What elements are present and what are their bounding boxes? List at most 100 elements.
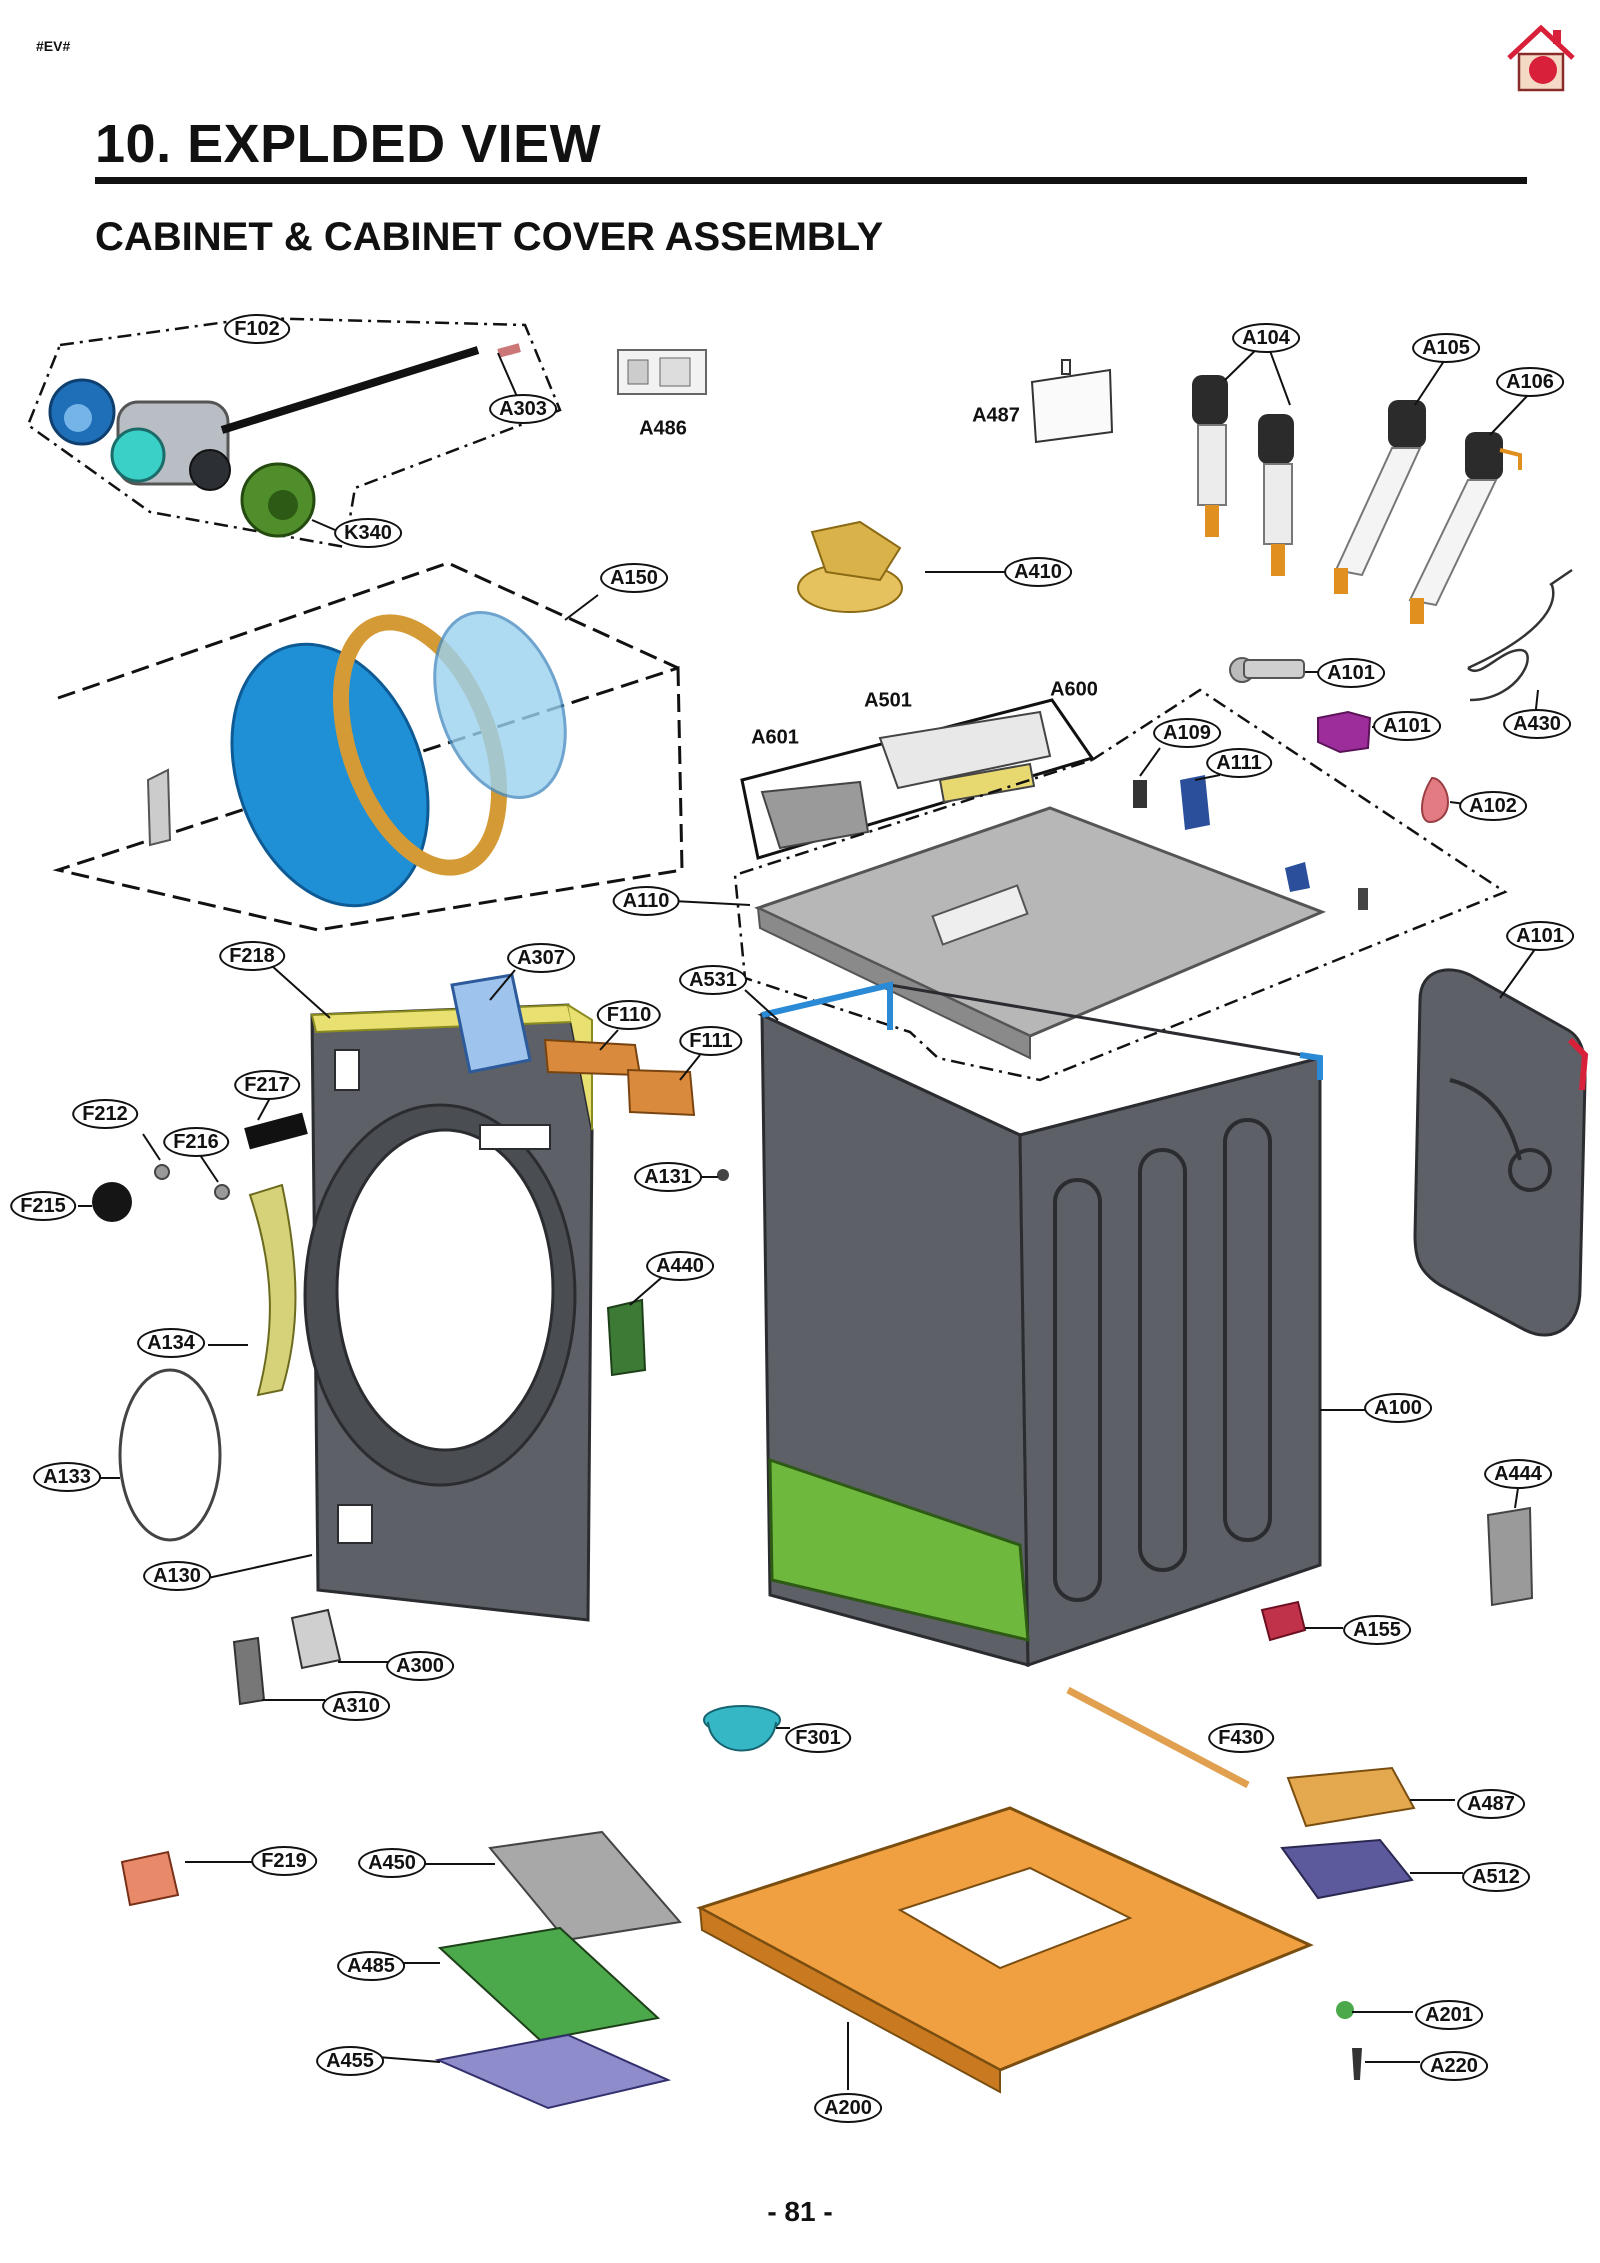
callout-a440[interactable]: A440 bbox=[646, 1251, 714, 1281]
f111-part bbox=[626, 1068, 696, 1117]
callout-a220[interactable]: A220 bbox=[1420, 2051, 1488, 2081]
a444-part bbox=[1486, 1506, 1534, 1607]
callout-a485[interactable]: A485 bbox=[337, 1951, 405, 1981]
a300-part bbox=[290, 1608, 342, 1670]
a440-part bbox=[606, 1298, 647, 1377]
callout-f218[interactable]: F218 bbox=[219, 941, 285, 971]
a430-cord-part bbox=[1467, 568, 1573, 702]
callout-f430[interactable]: F430 bbox=[1208, 1723, 1274, 1753]
a487-top-part bbox=[1030, 359, 1114, 444]
callout-a300[interactable]: A300 bbox=[386, 1651, 454, 1681]
callout-f217[interactable]: F217 bbox=[234, 1070, 300, 1100]
a105-damper-part bbox=[1334, 400, 1426, 594]
callout-a487-bottom[interactable]: A487 bbox=[1457, 1789, 1525, 1819]
callout-a109[interactable]: A109 bbox=[1153, 718, 1221, 748]
f212-part bbox=[154, 1164, 170, 1180]
callout-a101-panel[interactable]: A101 bbox=[1506, 921, 1574, 951]
callout-f111[interactable]: F111 bbox=[679, 1026, 743, 1056]
callout-a486[interactable]: A486 bbox=[639, 417, 687, 440]
page-title: 10. EXPLDED VIEW bbox=[95, 114, 602, 174]
callout-f219[interactable]: F219 bbox=[251, 1846, 317, 1876]
callout-a101-hinge[interactable]: A101 bbox=[1317, 658, 1385, 688]
callout-a600[interactable]: A600 bbox=[1050, 678, 1098, 701]
a106-damper-part bbox=[1408, 432, 1522, 624]
a450-part bbox=[488, 1830, 682, 1942]
a410-part bbox=[797, 520, 903, 613]
callout-f215[interactable]: F215 bbox=[10, 1191, 76, 1221]
a485-part bbox=[437, 1926, 661, 2042]
callout-f102[interactable]: F102 bbox=[224, 314, 290, 344]
a487-bottom-part bbox=[1286, 1766, 1416, 1828]
a310-part bbox=[232, 1636, 266, 1706]
drain-pump-part bbox=[48, 343, 521, 538]
home-icon[interactable] bbox=[1507, 24, 1575, 92]
f217-part bbox=[244, 1112, 308, 1150]
a104-damper-part bbox=[1192, 375, 1294, 576]
callout-a102[interactable]: A102 bbox=[1459, 791, 1527, 821]
callout-a310[interactable]: A310 bbox=[322, 1691, 390, 1721]
callout-a487-top[interactable]: A487 bbox=[972, 404, 1020, 427]
a101-clip-part bbox=[1317, 710, 1372, 754]
a101-hinge-part bbox=[1229, 657, 1305, 683]
callout-a531[interactable]: A531 bbox=[679, 965, 747, 995]
callout-a104[interactable]: A104 bbox=[1232, 323, 1300, 353]
page-number: - 81 - bbox=[767, 2196, 833, 2227]
pump-group-boundary bbox=[26, 316, 562, 549]
a131-part bbox=[717, 1169, 729, 1181]
a101-side-panel-part bbox=[1413, 968, 1589, 1337]
section-subtitle: CABINET & CABINET COVER ASSEMBLY bbox=[95, 215, 884, 259]
door-assembly-part bbox=[146, 610, 567, 908]
pcb-parts bbox=[760, 710, 1052, 850]
callout-a430[interactable]: A430 bbox=[1503, 709, 1571, 739]
a134-part bbox=[248, 1183, 297, 1397]
callout-a101-clip[interactable]: A101 bbox=[1373, 711, 1441, 741]
callout-a307[interactable]: A307 bbox=[507, 943, 575, 973]
callout-f212[interactable]: F212 bbox=[72, 1099, 138, 1129]
f215-part bbox=[92, 1182, 132, 1222]
a201-part bbox=[1336, 2001, 1354, 2019]
a220-part bbox=[1352, 2048, 1362, 2080]
f110-part bbox=[543, 1038, 642, 1077]
cabinet-part bbox=[757, 981, 1323, 1668]
callout-a155[interactable]: A155 bbox=[1343, 1615, 1411, 1645]
a486-part bbox=[617, 349, 707, 395]
a455-part bbox=[434, 2033, 672, 2110]
callout-a450[interactable]: A450 bbox=[358, 1848, 426, 1878]
callout-a111[interactable]: A111 bbox=[1206, 748, 1272, 778]
callout-k340[interactable]: K340 bbox=[334, 518, 402, 548]
front-panel-part bbox=[303, 1003, 594, 1622]
callout-a130[interactable]: A130 bbox=[143, 1561, 211, 1591]
callout-a105[interactable]: A105 bbox=[1412, 333, 1480, 363]
a307-part bbox=[450, 973, 532, 1074]
callout-a410[interactable]: A410 bbox=[1004, 557, 1072, 587]
callout-a201[interactable]: A201 bbox=[1415, 2000, 1483, 2030]
callout-a601[interactable]: A601 bbox=[751, 726, 799, 749]
callout-a200[interactable]: A200 bbox=[814, 2093, 882, 2123]
callout-f110[interactable]: F110 bbox=[596, 1000, 662, 1030]
callout-a303[interactable]: A303 bbox=[489, 394, 557, 424]
f430-part bbox=[1066, 1686, 1250, 1789]
f219-part bbox=[120, 1850, 180, 1907]
callout-f216[interactable]: F216 bbox=[163, 1127, 229, 1157]
a512-part bbox=[1280, 1838, 1414, 1900]
a155-part bbox=[1260, 1600, 1307, 1642]
callout-a444[interactable]: A444 bbox=[1484, 1459, 1552, 1489]
callout-a100[interactable]: A100 bbox=[1364, 1393, 1432, 1423]
callout-f301[interactable]: F301 bbox=[785, 1723, 851, 1753]
f216-part bbox=[214, 1184, 230, 1200]
callout-a501[interactable]: A501 bbox=[864, 689, 912, 712]
callout-a150[interactable]: A150 bbox=[600, 563, 668, 593]
base-part bbox=[696, 1806, 1314, 2094]
callout-a512[interactable]: A512 bbox=[1462, 1862, 1530, 1892]
callout-a134[interactable]: A134 bbox=[137, 1328, 205, 1358]
callout-a455[interactable]: A455 bbox=[316, 2046, 384, 2076]
a133-part bbox=[118, 1368, 222, 1542]
callout-a131[interactable]: A131 bbox=[634, 1162, 702, 1192]
callout-a110[interactable]: A110 bbox=[612, 886, 680, 916]
callout-a133[interactable]: A133 bbox=[33, 1462, 101, 1492]
a102-knob-part bbox=[1421, 776, 1450, 824]
home-button[interactable] bbox=[1505, 22, 1577, 94]
callout-a106[interactable]: A106 bbox=[1496, 367, 1564, 397]
title-divider bbox=[95, 177, 1527, 184]
